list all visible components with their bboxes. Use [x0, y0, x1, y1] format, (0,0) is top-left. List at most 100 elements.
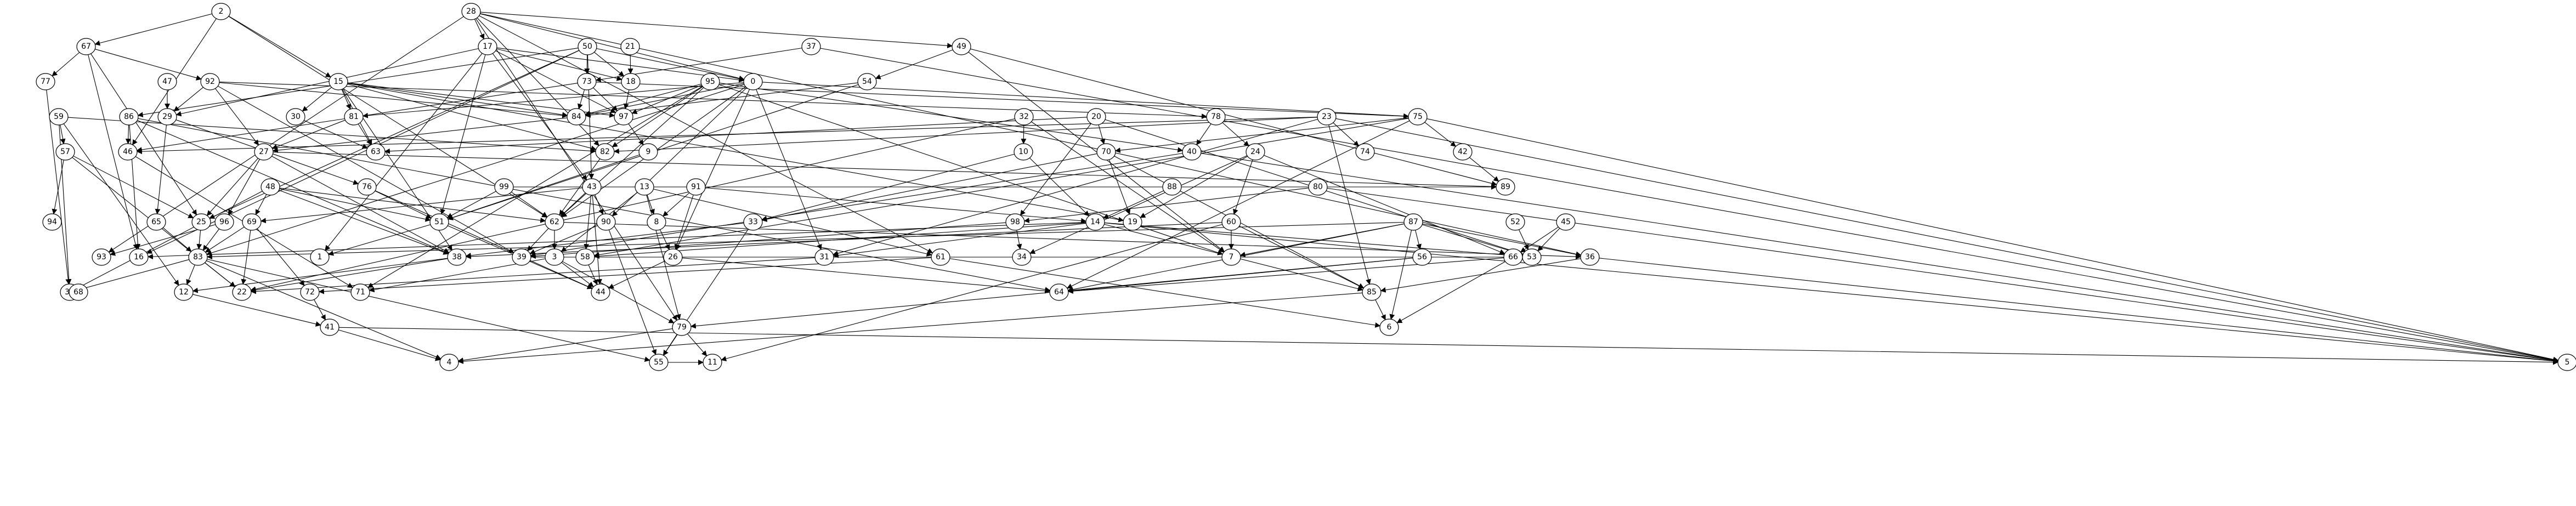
node-78[interactable]: 78	[1206, 108, 1226, 126]
node-19[interactable]: 19	[1123, 213, 1142, 231]
node-48[interactable]: 48	[261, 178, 280, 196]
node-10[interactable]: 10	[1014, 143, 1033, 161]
node-33[interactable]: 33	[743, 213, 763, 231]
node-46[interactable]: 46	[118, 143, 138, 161]
node-71[interactable]: 71	[350, 283, 370, 301]
node-57[interactable]: 57	[55, 143, 75, 161]
node-15[interactable]: 15	[329, 73, 348, 90]
node-69[interactable]: 69	[242, 213, 262, 231]
node-62[interactable]: 62	[545, 213, 564, 231]
node-34[interactable]: 34	[1012, 248, 1032, 266]
node-92[interactable]: 92	[200, 73, 220, 90]
node-60[interactable]: 60	[1221, 213, 1241, 231]
node-4[interactable]: 4	[439, 354, 459, 371]
node-97[interactable]: 97	[614, 108, 633, 126]
node-96[interactable]: 96	[214, 213, 234, 231]
node-55[interactable]: 55	[649, 354, 669, 371]
node-51[interactable]: 51	[429, 213, 449, 231]
node-ellipse	[254, 143, 274, 161]
node-82[interactable]: 82	[595, 143, 615, 161]
node-21[interactable]: 21	[620, 38, 640, 55]
node-80[interactable]: 80	[1308, 178, 1328, 196]
node-68[interactable]: 68	[69, 283, 88, 301]
node-91[interactable]: 91	[686, 178, 706, 196]
node-26[interactable]: 26	[663, 248, 683, 266]
node-45[interactable]: 45	[1556, 213, 1576, 231]
node-50[interactable]: 50	[578, 38, 597, 55]
node-11[interactable]: 11	[703, 354, 722, 371]
node-5[interactable]: 5	[2557, 354, 2576, 371]
node-85[interactable]: 85	[1362, 283, 1382, 301]
node-40[interactable]: 40	[1182, 143, 1202, 161]
node-61[interactable]: 61	[931, 248, 950, 266]
node-6[interactable]: 6	[1379, 319, 1399, 336]
node-49[interactable]: 49	[952, 38, 971, 55]
node-27[interactable]: 27	[254, 143, 274, 161]
node-7[interactable]: 7	[1221, 248, 1241, 266]
node-14[interactable]: 14	[1085, 213, 1105, 231]
node-42[interactable]: 42	[1453, 143, 1473, 161]
node-65[interactable]: 65	[146, 213, 166, 231]
node-28[interactable]: 28	[461, 3, 481, 20]
node-95[interactable]: 95	[700, 73, 720, 90]
node-81[interactable]: 81	[344, 108, 364, 126]
node-30[interactable]: 30	[286, 108, 305, 126]
node-56[interactable]: 56	[1412, 248, 1432, 266]
node-47[interactable]: 47	[157, 73, 177, 90]
node-2[interactable]: 2	[211, 3, 231, 20]
node-98[interactable]: 98	[1005, 213, 1025, 231]
node-0[interactable]: 0	[743, 73, 763, 90]
node-88[interactable]: 88	[1162, 178, 1182, 196]
node-64[interactable]: 64	[1049, 283, 1069, 301]
node-37[interactable]: 37	[801, 38, 821, 55]
node-12[interactable]: 12	[174, 283, 194, 301]
node-22[interactable]: 22	[232, 283, 252, 301]
node-94[interactable]: 94	[42, 213, 62, 231]
node-66[interactable]: 66	[1503, 248, 1523, 266]
node-74[interactable]: 74	[1355, 143, 1375, 161]
node-23[interactable]: 23	[1317, 108, 1337, 126]
node-75[interactable]: 75	[1408, 108, 1428, 126]
node-54[interactable]: 54	[857, 73, 877, 90]
node-58[interactable]: 58	[575, 248, 595, 266]
node-59[interactable]: 59	[49, 108, 69, 126]
node-29[interactable]: 29	[157, 108, 177, 126]
node-1[interactable]: 1	[310, 248, 330, 266]
node-44[interactable]: 44	[591, 283, 610, 301]
node-99[interactable]: 99	[494, 178, 514, 196]
node-83[interactable]: 83	[188, 248, 208, 266]
node-86[interactable]: 86	[119, 108, 139, 126]
node-20[interactable]: 20	[1086, 108, 1106, 126]
node-52[interactable]: 52	[1505, 213, 1525, 231]
node-72[interactable]: 72	[300, 283, 320, 301]
node-25[interactable]: 25	[191, 213, 211, 231]
node-17[interactable]: 17	[478, 38, 497, 55]
node-70[interactable]: 70	[1096, 143, 1116, 161]
node-32[interactable]: 32	[1014, 108, 1034, 126]
node-76[interactable]: 76	[357, 178, 377, 196]
node-90[interactable]: 90	[596, 213, 616, 231]
node-93[interactable]: 93	[92, 248, 111, 266]
node-16[interactable]: 16	[129, 248, 149, 266]
node-24[interactable]: 24	[1245, 143, 1265, 161]
node-13[interactable]: 13	[635, 178, 654, 196]
node-41[interactable]: 41	[320, 319, 339, 336]
node-36[interactable]: 36	[1580, 248, 1600, 266]
node-9[interactable]: 9	[638, 143, 658, 161]
node-53[interactable]: 53	[1522, 248, 1542, 266]
node-31[interactable]: 31	[814, 248, 834, 266]
node-89[interactable]: 89	[1496, 178, 1515, 196]
node-8[interactable]: 8	[647, 213, 666, 231]
node-77[interactable]: 77	[36, 73, 55, 90]
node-67[interactable]: 67	[76, 38, 96, 55]
node-84[interactable]: 84	[567, 108, 586, 126]
node-43[interactable]: 43	[582, 178, 602, 196]
node-87[interactable]: 87	[1403, 213, 1423, 231]
node-38[interactable]: 38	[447, 248, 467, 266]
node-73[interactable]: 73	[577, 73, 597, 90]
node-39[interactable]: 39	[512, 248, 531, 266]
node-63[interactable]: 63	[366, 143, 386, 161]
node-79[interactable]: 79	[672, 319, 692, 336]
node-3[interactable]: 3	[545, 248, 564, 266]
node-18[interactable]: 18	[621, 73, 641, 90]
